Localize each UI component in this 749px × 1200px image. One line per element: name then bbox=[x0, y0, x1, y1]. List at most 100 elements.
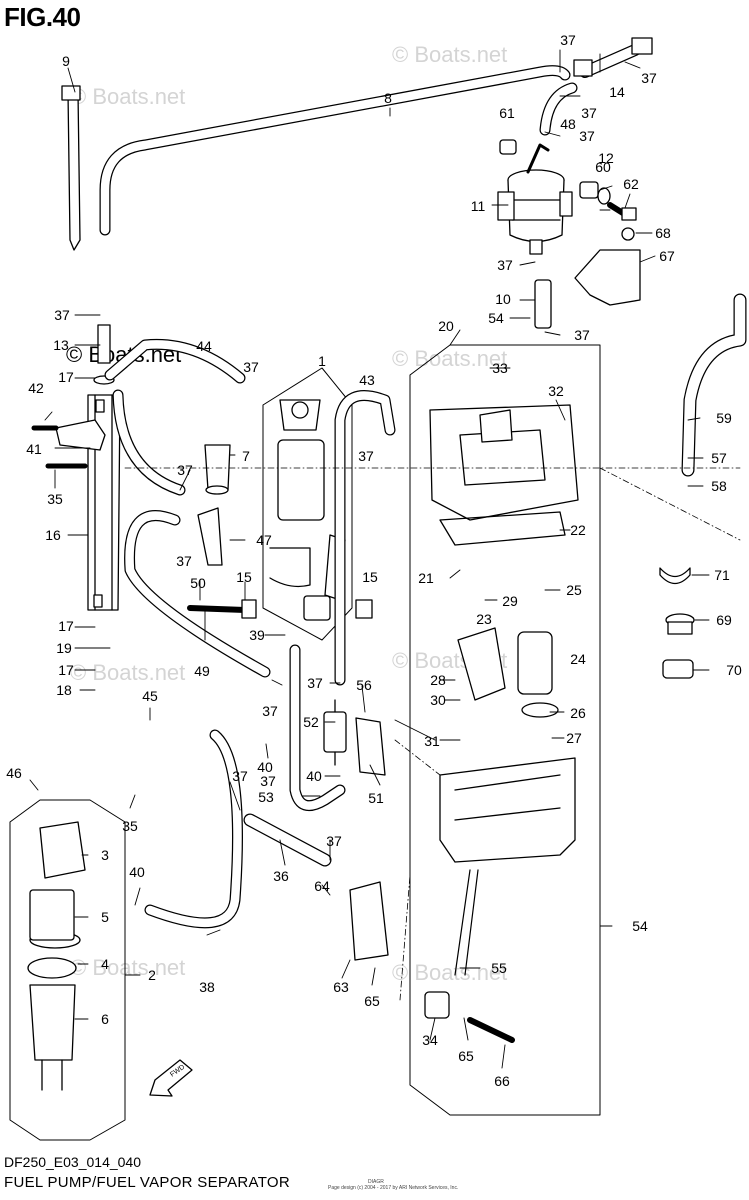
callout: 37 bbox=[497, 257, 513, 273]
callout: 55 bbox=[491, 960, 507, 976]
watermark: © Boats.net bbox=[392, 346, 508, 371]
callout: 17 bbox=[58, 662, 74, 678]
watermark: © Boats.net bbox=[70, 84, 186, 109]
callout: 11 bbox=[471, 198, 486, 214]
callout: 69 bbox=[716, 612, 732, 628]
callout: 19 bbox=[56, 640, 72, 656]
watermark: © Boats.net bbox=[392, 960, 508, 985]
callout: 41 bbox=[26, 441, 42, 457]
callout: 15 bbox=[236, 569, 252, 585]
callout: 40 bbox=[306, 768, 322, 784]
callout-labels: 1 2 3 4 5 6 7 8 9 10 11 12 13 14 15 15 1… bbox=[6, 32, 742, 1089]
callout: 54 bbox=[488, 310, 504, 326]
callout: 37 bbox=[358, 448, 374, 464]
callout: 22 bbox=[570, 522, 586, 538]
callout: 66 bbox=[494, 1073, 510, 1089]
callout: 52 bbox=[303, 714, 319, 730]
copyright-line: DIAGR bbox=[368, 1179, 384, 1185]
callout: 2 bbox=[148, 967, 156, 983]
callout: 8 bbox=[384, 90, 392, 106]
callout: 5 bbox=[101, 909, 109, 925]
callout: 37 bbox=[641, 70, 657, 86]
callout: 62 bbox=[623, 176, 639, 192]
callout: 14 bbox=[609, 84, 625, 100]
callout: 37 bbox=[232, 768, 248, 784]
callout: 37 bbox=[176, 553, 192, 569]
callout: 30 bbox=[430, 692, 446, 708]
callout: 13 bbox=[53, 337, 69, 353]
callout: 64 bbox=[314, 878, 330, 894]
diagram-code: DF250_E03_014_040 bbox=[4, 1154, 142, 1170]
callout: 27 bbox=[566, 730, 582, 746]
callout: 44 bbox=[196, 338, 212, 354]
callout: 6 bbox=[101, 1011, 109, 1027]
callout: 65 bbox=[364, 993, 380, 1009]
callout: 10 bbox=[495, 291, 511, 307]
callout: 37 bbox=[54, 307, 70, 323]
callout: 16 bbox=[45, 527, 61, 543]
callout: 37 bbox=[326, 833, 342, 849]
callout: 46 bbox=[6, 765, 22, 781]
callout: 23 bbox=[476, 611, 492, 627]
callout: 28 bbox=[430, 672, 446, 688]
callout: 63 bbox=[333, 979, 349, 995]
callout: 37 bbox=[260, 773, 276, 789]
callout: 51 bbox=[368, 790, 384, 806]
callout: 43 bbox=[359, 372, 375, 388]
callout: 39 bbox=[249, 627, 265, 643]
callout: 38 bbox=[199, 979, 215, 995]
callout: 59 bbox=[716, 410, 732, 426]
callout: 54 bbox=[632, 918, 648, 934]
figure-title: FIG.40 bbox=[4, 2, 81, 32]
callout: 37 bbox=[243, 359, 259, 375]
callout: 37 bbox=[262, 703, 278, 719]
callout: 32 bbox=[548, 383, 564, 399]
callout: 37 bbox=[177, 462, 193, 478]
callout: 37 bbox=[560, 32, 576, 48]
callout: 57 bbox=[711, 450, 727, 466]
callout: 33 bbox=[492, 360, 508, 376]
callout: 58 bbox=[711, 478, 727, 494]
callout: 37 bbox=[307, 675, 323, 691]
callout: 45 bbox=[142, 688, 158, 704]
diagram-subtitle: FUEL PUMP/FUEL VAPOR SEPARATOR bbox=[4, 1174, 291, 1191]
callout: 37 bbox=[581, 105, 597, 121]
callout: 65 bbox=[458, 1048, 474, 1064]
diagram-drawing: FWD bbox=[6, 32, 747, 1141]
watermark: © Boats.net bbox=[392, 42, 508, 67]
copyright-line: Page design (c) 2004 - 2017 by ARI Netwo… bbox=[328, 1185, 459, 1191]
callout: 53 bbox=[258, 789, 274, 805]
callout: 42 bbox=[28, 380, 44, 396]
callout: 29 bbox=[502, 593, 518, 609]
watermark: © Boats.net bbox=[70, 660, 186, 685]
callout: 47 bbox=[256, 532, 272, 548]
callout: 50 bbox=[190, 575, 206, 591]
callout: 56 bbox=[356, 677, 372, 693]
callout: 9 bbox=[62, 53, 70, 69]
callout: 68 bbox=[655, 225, 671, 241]
callout: 20 bbox=[438, 318, 454, 334]
watermark: © Boats.net bbox=[70, 955, 186, 980]
callout: 35 bbox=[47, 491, 63, 507]
callout: 37 bbox=[579, 128, 595, 144]
callout: 3 bbox=[101, 847, 109, 863]
callout: 40 bbox=[129, 864, 145, 880]
callout: 34 bbox=[422, 1032, 438, 1048]
callout: 12 bbox=[598, 150, 614, 166]
callout: 48 bbox=[560, 116, 576, 132]
callout: 37 bbox=[574, 327, 590, 343]
callout: 4 bbox=[101, 956, 109, 972]
callout: 15 bbox=[362, 569, 378, 585]
callout: 36 bbox=[273, 868, 289, 884]
callout: 40 bbox=[257, 759, 273, 775]
callout: 35 bbox=[122, 818, 138, 834]
callout: 17 bbox=[58, 369, 74, 385]
callout: 61 bbox=[499, 105, 515, 121]
copyright-note: DIAGR Page design (c) 2004 - 2017 by ARI… bbox=[328, 1179, 458, 1191]
callout: 49 bbox=[194, 663, 210, 679]
callout: 7 bbox=[242, 448, 250, 464]
callout: 17 bbox=[58, 618, 74, 634]
callout: 25 bbox=[566, 582, 582, 598]
callout: 67 bbox=[659, 248, 675, 264]
